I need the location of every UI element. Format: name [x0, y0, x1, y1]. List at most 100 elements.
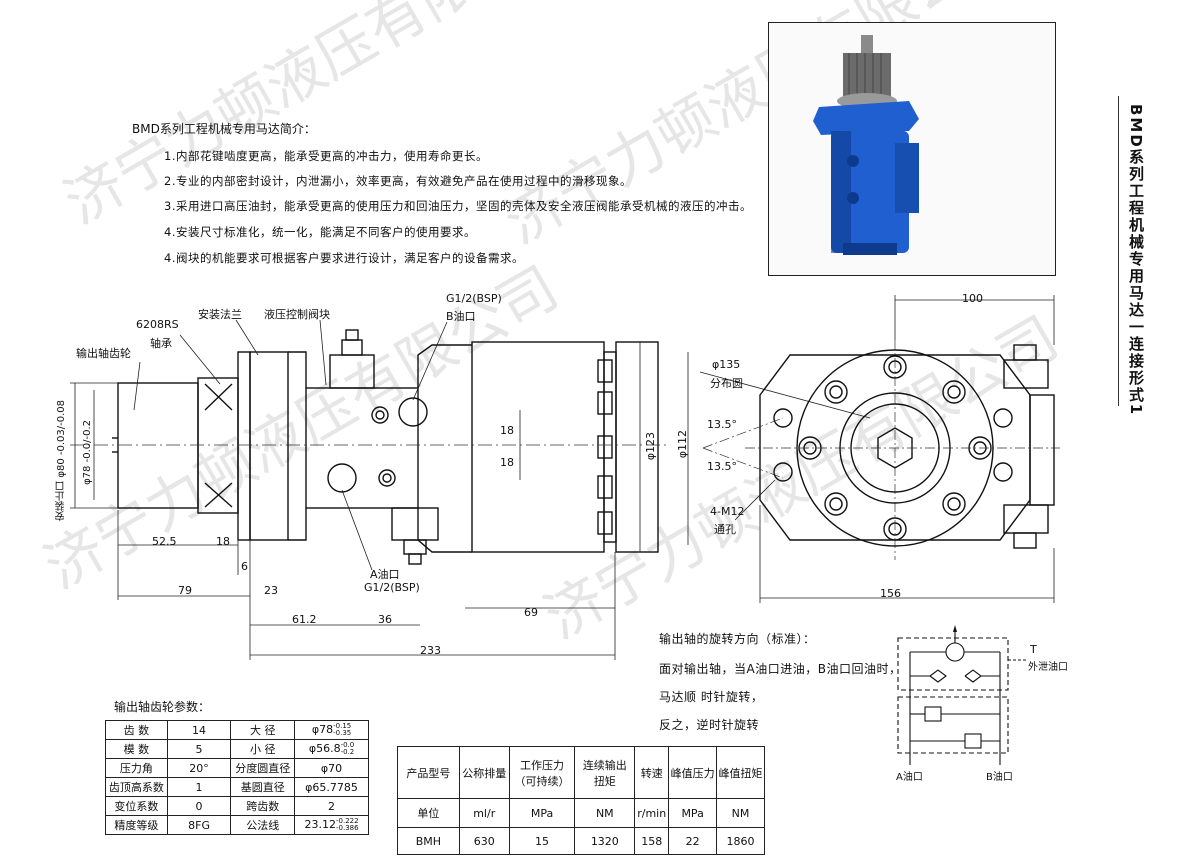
label-shaft-gear: 输出轴齿轮 — [76, 347, 131, 360]
gear-table-caption: 输出轴齿轮参数： — [114, 700, 211, 714]
intro-title: BMD系列工程机械专用马达简介： — [132, 122, 316, 136]
label-mount-spigot: 安装止口 φ80 -0.03/-0.08 — [56, 400, 67, 521]
dim-61-2: 61.2 — [292, 613, 317, 626]
gear-cell: 1 — [166, 777, 232, 797]
dim-18-b: 18 — [500, 424, 514, 437]
gear-cell: φ70 — [294, 758, 369, 778]
gear-row-5: 变位系数 0 跨齿数 2 — [105, 796, 369, 816]
dim-135: φ135 — [712, 358, 741, 371]
gear-table: 齿 数 14 大 径 φ78-0.15-0.35 模 数 5 小 径 φ56.8… — [105, 720, 369, 835]
gear-cell: 模 数 — [105, 739, 168, 759]
label-valve-block: 液压控制阀块 — [264, 308, 330, 321]
hydraulic-schematic — [897, 630, 1028, 765]
side-title: BMD系列工程机械专用马达一连接形式1 — [1127, 104, 1145, 417]
gear-cell: φ78-0.15-0.35 — [294, 720, 369, 740]
dim-100: 100 — [962, 292, 983, 305]
gear-cell: 基圆直径 — [230, 777, 296, 797]
spec-header-cell: 峰值扭矩 — [716, 746, 765, 799]
intro-item-1: 1.内部花键啮度更高，能承受更高的冲击力，使用寿命更长。 — [164, 149, 488, 163]
spec-unit-cell: NM — [716, 798, 765, 828]
intro-item-5: 4.阀块的机能要求可根据客户要求进行设计，满足客户的设备需求。 — [164, 251, 524, 265]
rotation-line-1: 面对输出轴，当A油口进油，B油口回油时， — [659, 662, 902, 676]
gear-cell: φ56.8-0.0-0.2 — [294, 739, 369, 759]
gear-row-6: 精度等级 8FG 公法线 23.12-0.222-0.386 — [105, 815, 369, 835]
label-bearing: 轴承 — [150, 337, 172, 350]
gear-cell: 大 径 — [230, 720, 296, 740]
dim-233: 233 — [420, 644, 441, 657]
dim-holes: 4-M12 — [710, 505, 745, 518]
label-a-port-size: G1/2(BSP) — [364, 581, 420, 594]
dim-angle-2: 13.5° — [707, 460, 737, 473]
gear-cell: 5 — [166, 739, 232, 759]
spec-value-cell: BMH — [397, 827, 460, 855]
label-root-dia: φ78 -0.0/-0.2 — [82, 420, 93, 485]
rotation-line-2: 马达顺 时针旋转， — [659, 690, 764, 704]
rotation-line-3: 反之，逆时针旋转 — [659, 718, 760, 732]
gear-cell: 齿顶高系数 — [105, 777, 168, 797]
spec-table: 产品型号 公称排量 工作压力 （可持续） 连续输出 扭矩 转速 峰值压力 峰值扭… — [397, 746, 765, 855]
gear-cell: 0 — [166, 796, 232, 816]
gear-cell: 20° — [166, 758, 232, 778]
spec-value-cell: 15 — [508, 827, 576, 855]
label-b-port: B油口 — [446, 310, 476, 323]
label-through: 通孔 — [714, 523, 736, 536]
gear-cell: 23.12-0.222-0.386 — [294, 815, 369, 835]
dim-156: 156 — [880, 587, 901, 600]
schematic-a-port: A油口 — [896, 772, 923, 783]
gear-cell: 齿 数 — [105, 720, 168, 740]
gear-cell: 跨齿数 — [230, 796, 296, 816]
spec-header-cell: 工作压力 （可持续） — [508, 746, 576, 799]
gear-row-1: 齿 数 14 大 径 φ78-0.15-0.35 — [105, 720, 369, 740]
schematic-drain: 外泄油口 — [1028, 662, 1068, 673]
spec-unit-cell: NM — [574, 798, 636, 828]
intro-item-2: 2.专业的内部密封设计，内泄漏小，效率更高，有效避免产品在使用过程中的滑移现象。 — [164, 174, 632, 188]
dim-6: 6 — [241, 560, 248, 573]
schematic-t-label: T — [1030, 643, 1037, 656]
gear-row-3: 压力角 20° 分度圆直径 φ70 — [105, 758, 369, 778]
label-flange: 安装法兰 — [198, 308, 242, 321]
spec-header-row: 产品型号 公称排量 工作压力 （可持续） 连续输出 扭矩 转速 峰值压力 峰值扭… — [397, 746, 765, 799]
spec-value-cell: 158 — [634, 827, 670, 855]
spec-value-cell: 1860 — [716, 827, 765, 855]
gear-cell: 公法线 — [230, 815, 296, 835]
side-view-dimensions — [70, 319, 871, 660]
gear-cell: φ65.7785 — [294, 777, 369, 797]
spec-value-cell: 1320 — [574, 827, 636, 855]
spec-unit-cell: 单位 — [397, 798, 460, 828]
label-b-port-size: G1/2(BSP) — [446, 292, 502, 305]
gear-cell: 分度圆直径 — [230, 758, 296, 778]
dim-18-a: 18 — [216, 535, 230, 548]
gear-row-4: 齿顶高系数 1 基圆直径 φ65.7785 — [105, 777, 369, 797]
side-title-rule — [1118, 96, 1119, 406]
label-pcd: 分布圆 — [710, 377, 743, 390]
gear-cell: 压力角 — [105, 758, 168, 778]
label-a-port: A油口 — [370, 568, 400, 581]
spec-header-cell: 产品型号 — [397, 746, 460, 799]
rotation-title: 输出轴的旋转方向（标准）： — [659, 632, 816, 646]
intro-item-4: 4.安装尺寸标准化，统一化，能满足不同客户的使用要求。 — [164, 225, 476, 239]
spec-value-cell: 22 — [668, 827, 718, 855]
spec-header-cell: 连续输出 扭矩 — [574, 746, 636, 799]
side-view-outline — [112, 329, 659, 565]
gear-cell: 8FG — [166, 815, 232, 835]
spec-unit-cell: MPa — [508, 798, 576, 828]
spec-header-cell: 转速 — [634, 746, 670, 799]
spec-unit-row: 单位 ml/r MPa NM r/min MPa NM — [397, 798, 765, 828]
dim-18-c: 18 — [500, 456, 514, 469]
dim-69: 69 — [524, 606, 538, 619]
spec-unit-cell: MPa — [668, 798, 718, 828]
label-bearing-model: 6208RS — [136, 318, 179, 331]
spec-header-cell: 公称排量 — [458, 746, 510, 799]
dim-112: φ112 — [676, 430, 689, 459]
dim-79: 79 — [178, 584, 192, 597]
dim-123: φ123 — [644, 432, 657, 461]
spec-unit-cell: ml/r — [458, 798, 510, 828]
spec-value-row: BMH 630 15 1320 158 22 1860 — [397, 827, 765, 855]
dim-36: 36 — [378, 613, 392, 626]
front-view-dimensions — [687, 295, 1055, 603]
spec-value-cell: 630 — [458, 827, 510, 855]
motor-image — [813, 35, 919, 255]
intro-item-3: 3.采用进口高压油封，能承受更高的使用压力和回油压力，坚固的壳体及安全液压阀能承… — [164, 199, 752, 213]
motor-photo — [768, 22, 1056, 276]
gear-cell: 2 — [294, 796, 369, 816]
